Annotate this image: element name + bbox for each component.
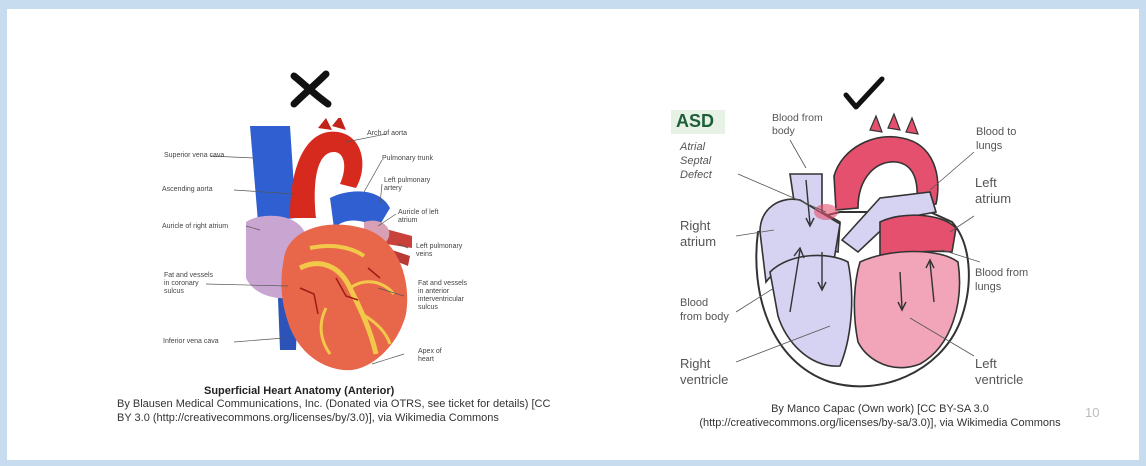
check-mark-icon [842,75,886,113]
right-caption: By Manco Capac (Own work) [CC BY-SA 3.0 … [660,403,1100,431]
superior-vena-cava-shape [250,126,296,222]
label-arch-of-aorta: Arch of aorta [367,130,407,138]
label-inferior-vena-cava: Inferior vena cava [163,338,219,346]
label-fat-vessels-coronary: Fat and vessels in coronary sulcus [164,272,213,296]
label-superior-vena-cava: Superior vena cava [164,152,224,160]
label-ascending-aorta: Ascending aorta [162,186,213,194]
label-left-pulmonary-artery: Left pulmonary artery [384,177,430,193]
label-left-atrium: Left atrium [975,175,1011,208]
label-blood-to-lungs: Blood to lungs [976,125,1016,153]
label-blood-from-body-bottom: Blood from body [680,296,729,324]
label-left-pulmonary-veins: Left pulmonary veins [416,243,462,259]
label-pulmonary-trunk: Pulmonary trunk [382,155,433,163]
label-auricle-right-atrium: Auricle of right atrium [162,223,228,231]
label-fat-vessels-interventricular: Fat and vessels in anterior interventric… [418,280,467,312]
left-caption-title: Superficial Heart Anatomy (Anterior) [204,385,394,397]
label-blood-from-body-top: Blood from body [772,112,823,139]
slide-number: 10 [1085,405,1099,420]
label-blood-from-lungs: Blood from lungs [975,266,1028,294]
cross-mark-icon [288,70,334,110]
label-left-ventricle: Left ventricle [975,356,1023,389]
label-auricle-left-atrium: Auricle of left atrium [398,209,438,225]
asd-subtitle: Atrial Septal Defect [680,140,712,182]
label-apex-of-heart: Apex of heart [418,348,442,364]
asd-title: ASD [676,111,714,132]
asd-heart-diagram [730,112,980,402]
label-right-atrium: Right atrium [680,218,716,251]
left-caption: By Blausen Medical Communications, Inc. … [117,398,550,426]
right-ventricle-diagram [770,255,852,366]
label-right-ventricle: Right ventricle [680,356,728,389]
